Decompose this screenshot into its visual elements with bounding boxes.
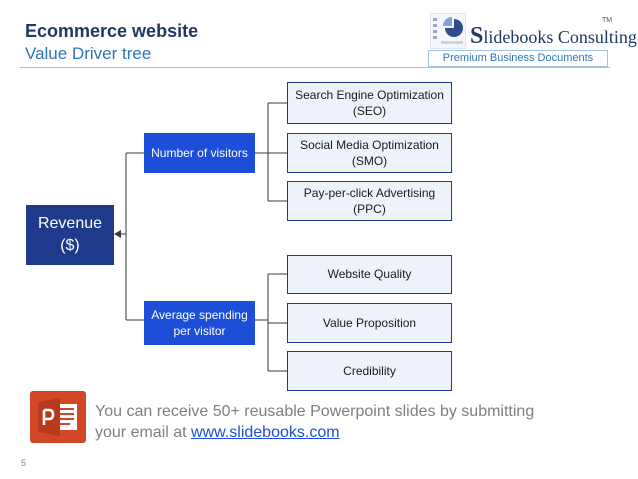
node-seo-line-2: (SEO) [352,104,387,118]
node-seo: Search Engine Optimization (SEO) [287,82,452,124]
node-ppc-line-1: Pay-per-click Advertising [303,185,436,200]
node-number-of-visitors-label: Number of visitors [151,145,248,160]
brand-name: Slidebooks Consulting [470,23,637,50]
trademark-mark: TM [602,17,613,24]
node-value-proposition: Value Proposition [287,303,452,343]
promo-line-2-prefix: your email at [95,423,192,441]
node-average-spending-line-1: Average spending [151,307,248,322]
promo-website-link[interactable]: www.slidebooks.com [191,423,340,441]
node-revenue-unit: ($) [60,237,80,254]
node-website-quality-label: Website Quality [327,267,412,282]
node-revenue-label: Revenue [37,215,103,233]
node-revenue: Revenue ($) [26,205,114,265]
node-website-quality: Website Quality [287,255,452,294]
slide-subtitle: Value Driver tree [25,44,152,63]
powerpoint-icon [30,391,86,443]
node-smo-line-1: Social Media Optimization [300,137,439,152]
node-smo: Social Media Optimization (SMO) [287,133,452,173]
promo-text: You can receive 50+ reusable Powerpoint … [95,402,615,444]
promo-line-1: You can receive 50+ reusable Powerpoint … [95,403,535,420]
brand-initial: S [470,23,484,49]
slide-title: Ecommerce website [25,21,199,41]
node-average-spending: Average spending per visitor [144,301,255,345]
page-number: 5 [21,458,27,468]
brand-tagline: Premium Business Documents [428,50,608,67]
arrow-head-to-root [114,230,121,238]
brand-logo: Slidebooks Consulting TM [430,13,637,51]
node-ppc: Pay-per-click Advertising (PPC) [287,181,452,221]
node-number-of-visitors: Number of visitors [144,133,255,173]
node-smo-line-2: (SMO) [351,154,388,168]
title-divider [20,67,610,68]
node-seo-line-1: Search Engine Optimization [295,87,444,102]
node-credibility-label: Credibility [343,363,396,378]
node-credibility: Credibility [287,351,452,391]
brand-rest: lidebooks Consulting [483,27,637,47]
node-ppc-line-2: (PPC) [353,202,386,216]
brand-chart-icon [430,13,466,49]
node-average-spending-line-2: per visitor [173,324,226,338]
node-value-proposition-label: Value Proposition [322,315,417,330]
